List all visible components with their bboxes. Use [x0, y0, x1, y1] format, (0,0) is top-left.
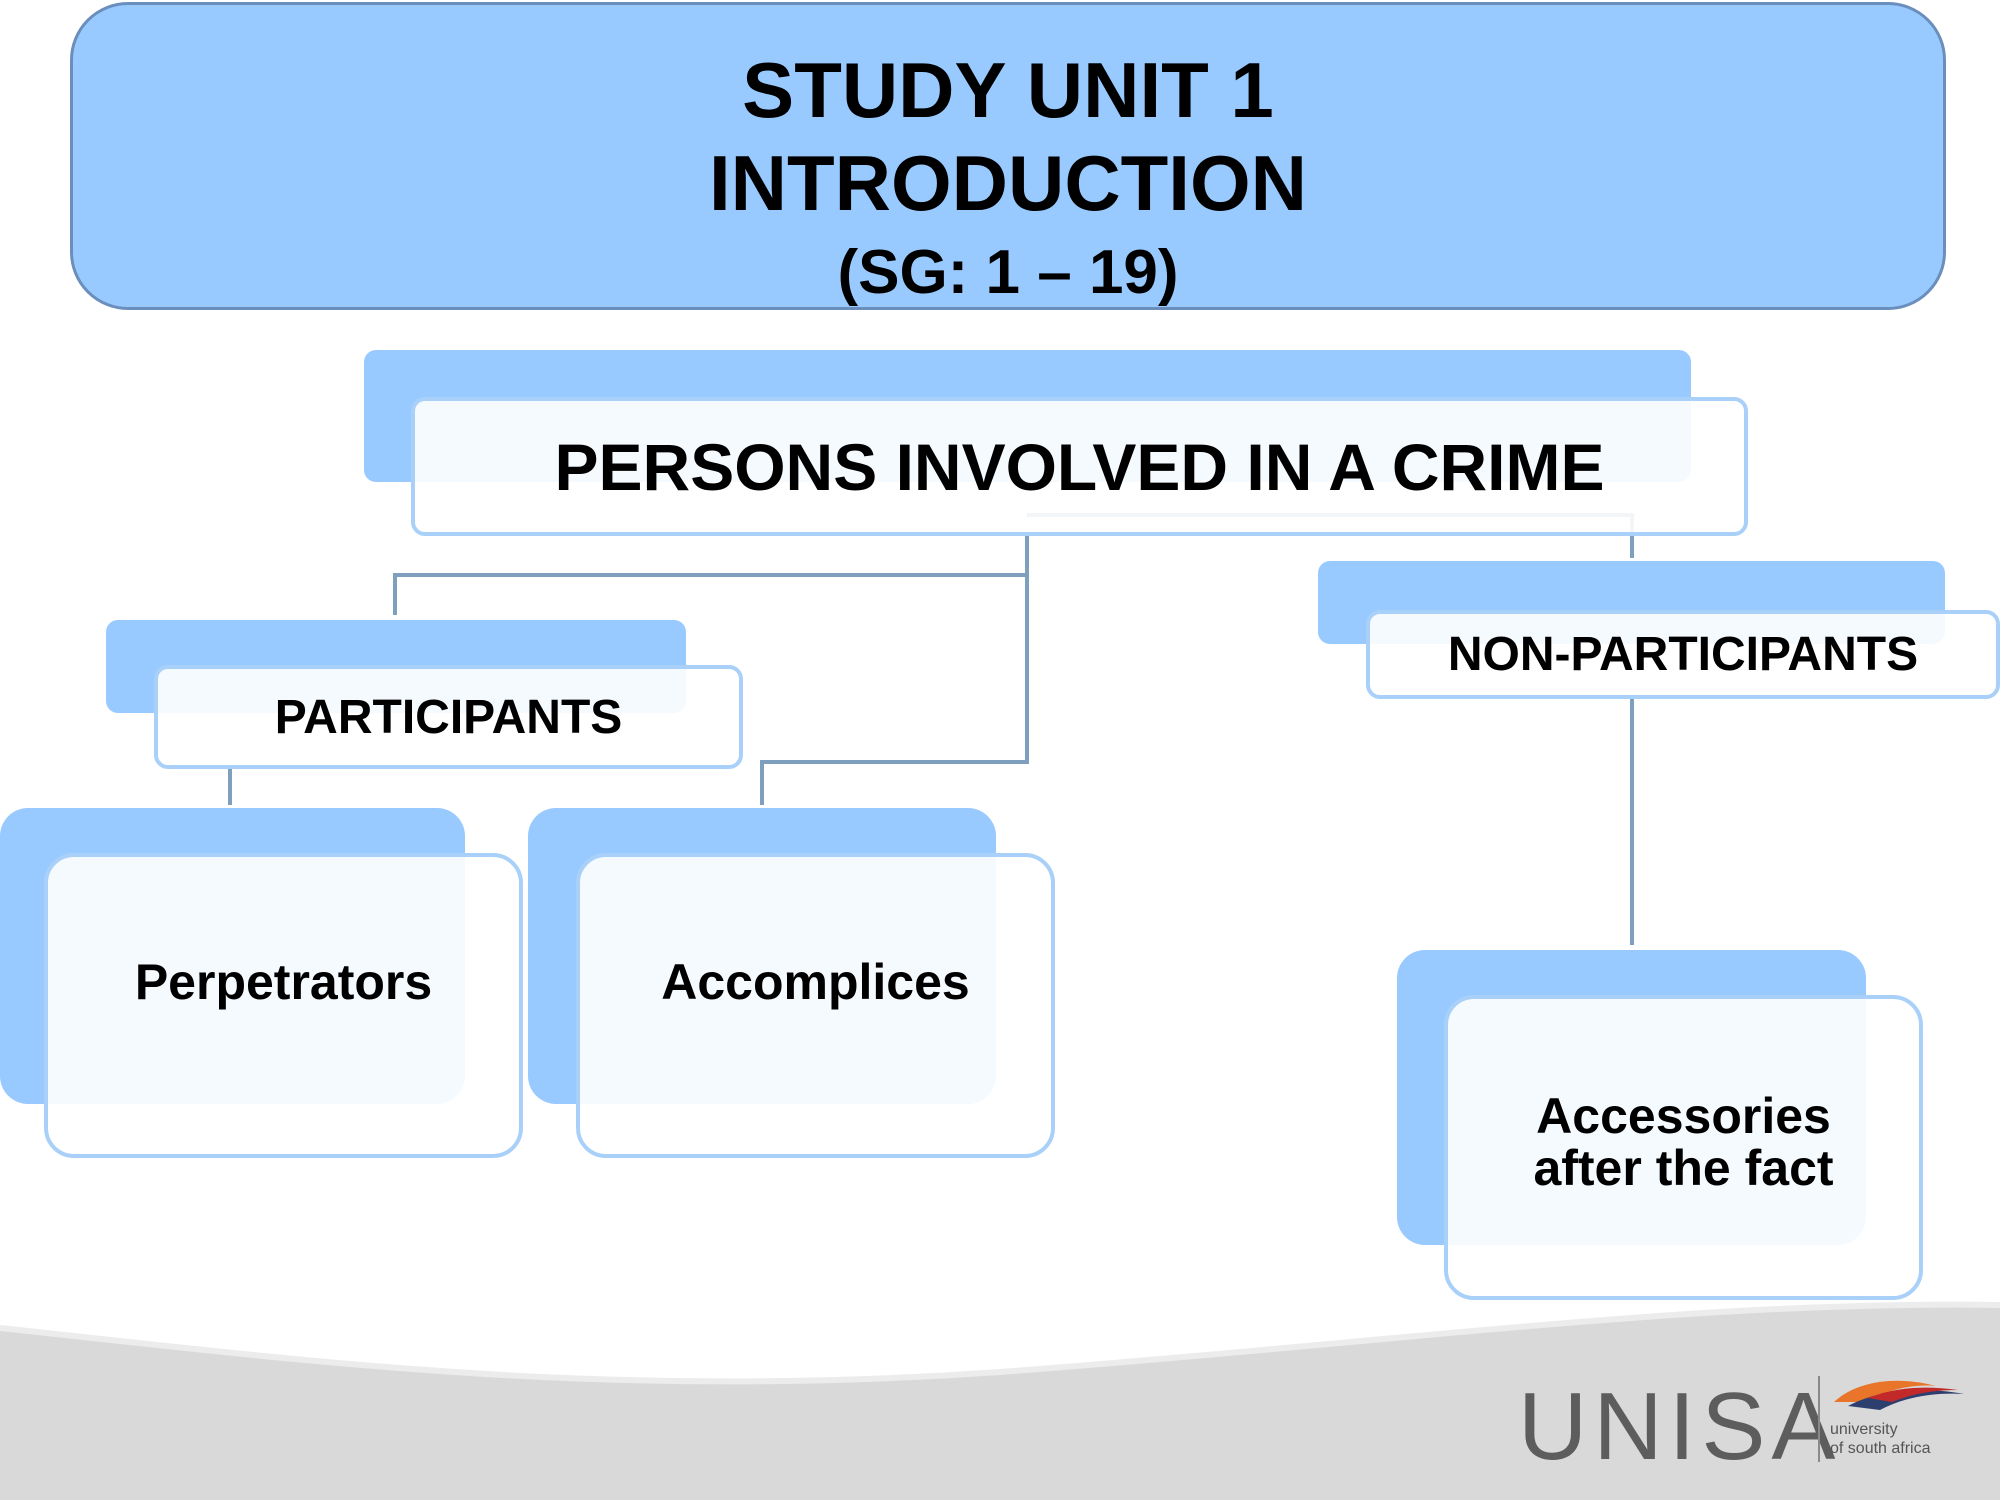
nonparticipants-node: NON-PARTICIPANTS: [1366, 610, 2000, 699]
logo-subtitle-line1: university: [1830, 1421, 1898, 1438]
accessories-node-label: Accessories after the fact: [1533, 1087, 1834, 1196]
unisa-logo-text: UNISA: [1518, 1373, 1842, 1480]
title-line-2: INTRODUCTION: [709, 139, 1307, 227]
footer-wave: [0, 1301, 2000, 1500]
perpetrators-node: Perpetrators: [44, 853, 523, 1158]
participants-node: PARTICIPANTS: [154, 665, 743, 769]
title-line-1: STUDY UNIT 1: [742, 46, 1274, 134]
unisa-logo-mark: [1834, 1380, 1964, 1410]
connector-participants-accomplices: [760, 575, 1029, 805]
root-node-label: PERSONS INVOLVED IN A CRIME: [554, 429, 1605, 504]
accomplices-node-label: Accomplices: [661, 953, 970, 1010]
perpetrators-node-label: Perpetrators: [134, 953, 433, 1010]
title-banner: STUDY UNIT 1 INTRODUCTION (SG: 1 – 19): [70, 2, 1946, 310]
connector-root-participants: [393, 535, 1029, 615]
accessories-node: Accessories after the fact: [1444, 995, 1923, 1300]
logo-subtitle: university of south africa: [1830, 1420, 1931, 1458]
participants-node-label: PARTICIPANTS: [274, 690, 623, 744]
root-node: PERSONS INVOLVED IN A CRIME: [411, 397, 1748, 536]
logo-divider: [1818, 1376, 1820, 1462]
title-line-3: (SG: 1 – 19): [837, 238, 1179, 307]
nonparticipants-node-label: NON-PARTICIPANTS: [1447, 628, 1919, 681]
accomplices-node: Accomplices: [576, 853, 1055, 1158]
logo-subtitle-line2: of south africa: [1830, 1440, 1931, 1457]
